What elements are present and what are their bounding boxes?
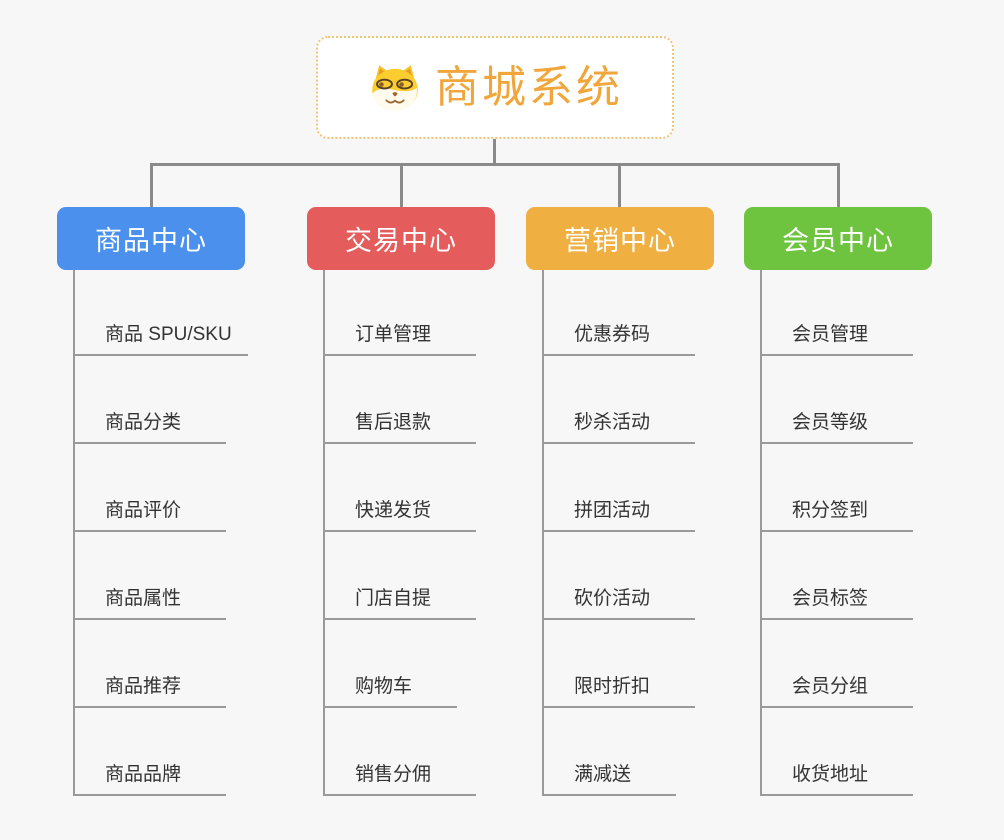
child-node[interactable]: 会员等级 [762,356,914,444]
branch-node-0[interactable]: 商品中心 [57,207,245,270]
child-node-label: 砍价活动 [544,587,696,620]
child-node[interactable]: 秒杀活动 [544,356,696,444]
child-node-label: 商品评价 [75,499,227,532]
child-node[interactable]: 商品推荐 [75,620,248,708]
child-node[interactable]: 商品分类 [75,356,248,444]
branch-children-column-1: 订单管理售后退款快递发货门店自提购物车销售分佣 [323,270,477,796]
child-node[interactable]: 销售分佣 [325,708,477,796]
child-node[interactable]: 商品 SPU/SKU [75,270,248,356]
child-node[interactable]: 砍价活动 [544,532,696,620]
child-node-label: 收货地址 [762,763,914,796]
child-node[interactable]: 限时折扣 [544,620,696,708]
branch-node-2[interactable]: 营销中心 [526,207,714,270]
branch-bus-connector [150,163,840,166]
child-node-label: 秒杀活动 [544,411,696,444]
child-node[interactable]: 会员管理 [762,270,914,356]
child-node-label: 订单管理 [325,323,477,356]
child-node-label: 积分签到 [762,499,914,532]
child-node[interactable]: 商品属性 [75,532,248,620]
branch-label: 商品中心 [95,226,207,256]
child-node[interactable]: 收货地址 [762,708,914,796]
branch-drop-connector [150,163,153,209]
branch-drop-connector [400,163,403,209]
child-node-label: 商品属性 [75,587,227,620]
dog-face-icon [372,64,418,111]
child-node-label: 优惠券码 [544,323,696,356]
child-node-label: 拼团活动 [544,499,696,532]
child-node-label: 会员分组 [762,675,914,708]
child-node[interactable]: 优惠券码 [544,270,696,356]
root-title: 商城系统 [435,62,623,112]
child-node[interactable]: 快递发货 [325,444,477,532]
child-node[interactable]: 满减送 [544,708,695,796]
child-node[interactable]: 商品品牌 [75,708,248,796]
child-node[interactable]: 积分签到 [762,444,914,532]
child-node-label: 购物车 [325,675,458,708]
branch-label: 交易中心 [345,226,457,256]
child-node-label: 会员管理 [762,323,914,356]
child-node[interactable]: 拼团活动 [544,444,696,532]
branch-label: 会员中心 [782,226,894,256]
branch-drop-connector [618,163,621,209]
child-node-label: 销售分佣 [325,763,477,796]
child-node[interactable]: 商品评价 [75,444,248,532]
branch-drop-connector [837,163,840,209]
branch-children-column-2: 优惠券码秒杀活动拼团活动砍价活动限时折扣满减送 [542,270,696,796]
child-node[interactable]: 售后退款 [325,356,477,444]
child-node[interactable]: 订单管理 [325,270,477,356]
branch-label: 营销中心 [564,226,676,256]
child-node-label: 商品分类 [75,411,227,444]
child-node-label: 会员标签 [762,587,914,620]
child-node[interactable]: 会员分组 [762,620,914,708]
child-node-label: 满减送 [544,763,677,796]
root-stem-connector [493,138,496,165]
child-node[interactable]: 购物车 [325,620,476,708]
child-node-label: 售后退款 [325,411,477,444]
child-node-label: 会员等级 [762,411,914,444]
child-node-label: 商品品牌 [75,763,227,796]
child-node-label: 限时折扣 [544,675,696,708]
root-node-mall-system[interactable]: 商城系统 [316,36,674,139]
branch-node-1[interactable]: 交易中心 [307,207,495,270]
child-node-label: 门店自提 [325,587,477,620]
child-node[interactable]: 会员标签 [762,532,914,620]
child-node-label: 商品 SPU/SKU [75,323,248,356]
child-node-label: 快递发货 [325,499,477,532]
branch-children-column-0: 商品 SPU/SKU 商品分类商品评价商品属性商品推荐商品品牌 [73,270,248,796]
child-node-label: 商品推荐 [75,675,227,708]
child-node[interactable]: 门店自提 [325,532,477,620]
branch-node-3[interactable]: 会员中心 [744,207,932,270]
branch-children-column-3: 会员管理会员等级积分签到会员标签会员分组收货地址 [760,270,914,796]
